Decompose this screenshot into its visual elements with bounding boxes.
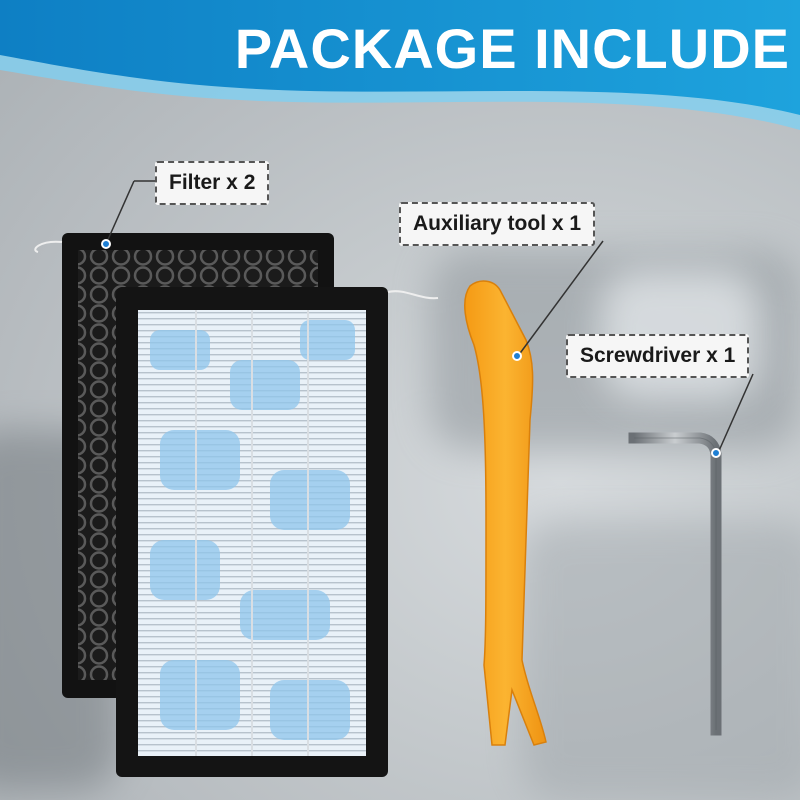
screwdriver-label: Screwdriver x 1 bbox=[566, 334, 750, 378]
tool-marker-dot bbox=[512, 351, 522, 361]
filter-marker-dot bbox=[101, 239, 111, 249]
background-console bbox=[520, 520, 800, 800]
title-banner bbox=[0, 0, 800, 130]
auxiliary-tool-label: Auxiliary tool x 1 bbox=[399, 202, 596, 246]
filter-label: Filter x 2 bbox=[155, 161, 270, 205]
pry-tool bbox=[464, 280, 547, 746]
hex-key-marker-dot bbox=[711, 448, 721, 458]
page-title: PACKAGE INCLUDE bbox=[234, 17, 790, 80]
hex-key bbox=[628, 432, 722, 736]
hepa-filter bbox=[116, 287, 439, 777]
